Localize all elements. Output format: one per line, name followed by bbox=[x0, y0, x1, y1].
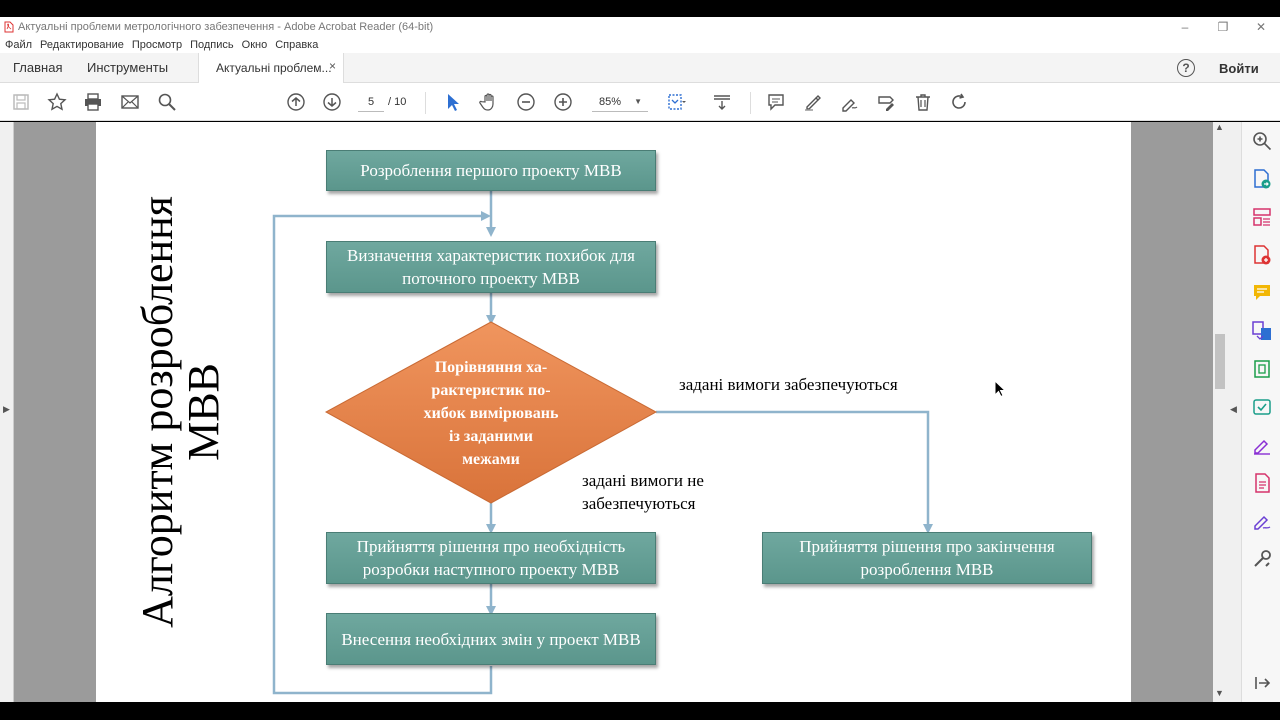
right-panel-toggle[interactable]: ◀ bbox=[1227, 122, 1241, 702]
export-pdf-icon[interactable] bbox=[1251, 168, 1273, 190]
tab-document[interactable]: Актуальні проблем... × bbox=[198, 53, 344, 83]
chevron-right-icon: ▶ bbox=[3, 404, 10, 414]
slide-title-text: Алгоритм розроблення МВВ bbox=[133, 196, 228, 628]
zoom-level-select[interactable]: 85% ▼ bbox=[592, 92, 648, 112]
menu-window[interactable]: Окно bbox=[241, 39, 268, 51]
combine-files-icon[interactable] bbox=[1251, 320, 1273, 342]
scrollbar-thumb[interactable] bbox=[1215, 334, 1225, 389]
previous-page-icon[interactable] bbox=[286, 92, 306, 112]
fill-sign-icon[interactable] bbox=[1251, 434, 1273, 456]
highlight-pen-icon[interactable] bbox=[803, 92, 823, 112]
create-pdf-icon[interactable] bbox=[1251, 244, 1273, 266]
zoom-in-icon[interactable] bbox=[553, 92, 573, 112]
zoom-search-icon[interactable] bbox=[1251, 130, 1273, 152]
comment-tool-icon[interactable] bbox=[1251, 282, 1273, 304]
tools-pane bbox=[1241, 122, 1280, 702]
chevron-down-icon: ▼ bbox=[634, 97, 642, 106]
hand-tool-icon[interactable] bbox=[479, 92, 499, 112]
menu-edit[interactable]: Редактирование bbox=[40, 39, 124, 51]
close-tab-icon[interactable]: × bbox=[329, 59, 337, 73]
delete-icon[interactable] bbox=[913, 92, 933, 112]
fit-page-icon[interactable] bbox=[666, 92, 686, 112]
arrow-loop-back bbox=[272, 211, 493, 695]
left-panel-toggle[interactable]: ▶ bbox=[0, 122, 14, 702]
rotate-icon[interactable] bbox=[949, 92, 969, 112]
search-icon[interactable] bbox=[157, 92, 177, 112]
step-first-project: Розроблення першого проекту МВВ bbox=[326, 150, 656, 191]
bookmark-star-icon[interactable] bbox=[47, 92, 67, 112]
step-determine-characteristics: Визначення характеристик похибок для пот… bbox=[326, 241, 656, 293]
branch-label-no: задані вимоги не забезпечуються bbox=[582, 469, 704, 515]
decision-diamond bbox=[324, 321, 658, 504]
minimize-button[interactable]: – bbox=[1181, 20, 1189, 34]
slide-title-line-2: МВВ bbox=[179, 363, 228, 461]
page-number-input[interactable]: 5 bbox=[358, 92, 384, 112]
branch-label-no-line-2: забезпечуються bbox=[582, 494, 696, 513]
decision-line: із заданими bbox=[449, 428, 533, 445]
help-icon[interactable]: ? bbox=[1177, 59, 1195, 77]
slide-title: Алгоритм розроблення МВВ bbox=[126, 177, 236, 647]
print-icon[interactable] bbox=[83, 92, 103, 112]
decision-line: межами bbox=[462, 451, 520, 468]
window-controls: – ❐ ✕ bbox=[1166, 17, 1280, 37]
slide-title-line-1: Алгоритм розроблення bbox=[133, 196, 182, 628]
main-toolbar: 5 / 10 85% ▼ bbox=[0, 83, 1280, 121]
menu-bar: Файл Редактирование Просмотр Подпись Окн… bbox=[0, 37, 1280, 53]
collapse-pane-icon[interactable] bbox=[1251, 672, 1273, 694]
arrow-diamond-box5 bbox=[656, 410, 933, 534]
scroll-mode-icon[interactable] bbox=[712, 92, 732, 112]
flowchart-connectors bbox=[272, 190, 933, 695]
zoom-value: 85% bbox=[599, 96, 622, 108]
restore-button[interactable]: ❐ bbox=[1217, 20, 1229, 34]
menu-file[interactable]: Файл bbox=[5, 39, 33, 51]
toolbar-divider bbox=[425, 92, 426, 114]
tab-tools[interactable]: Инструменты bbox=[87, 60, 169, 75]
step-make-changes: Внесення необхідних змін у проект МВВ bbox=[326, 613, 656, 665]
draw-signature-icon[interactable] bbox=[840, 92, 860, 112]
branch-label-no-line-1: задані вимоги не bbox=[582, 471, 704, 490]
edit-text-icon[interactable] bbox=[876, 92, 896, 112]
window-title: Актуальні проблеми метрологічного забезп… bbox=[18, 21, 434, 33]
branch-label-yes: задані вимоги забезпечуються bbox=[679, 375, 898, 394]
more-tools-icon[interactable] bbox=[1251, 548, 1273, 570]
save-icon[interactable] bbox=[11, 92, 31, 112]
decision-text: Порівняння ха- рактеристик по- хибок вим… bbox=[396, 356, 586, 472]
compress-pdf-icon[interactable] bbox=[1251, 358, 1273, 380]
close-window-button[interactable]: ✕ bbox=[1255, 20, 1267, 34]
send-for-signature-icon[interactable] bbox=[1251, 510, 1273, 532]
menu-sign[interactable]: Подпись bbox=[190, 39, 234, 51]
pdf-page: Алгоритм розроблення МВВ Розроблення пер… bbox=[96, 122, 1131, 702]
scroll-down-icon[interactable]: ▼ bbox=[1215, 688, 1224, 698]
chevron-left-icon: ◀ bbox=[1230, 404, 1237, 414]
scroll-up-icon[interactable]: ▲ bbox=[1215, 122, 1224, 132]
document-viewer[interactable]: ▶ bbox=[0, 122, 1241, 702]
decision-line: хибок вимірювань bbox=[423, 405, 559, 422]
next-page-icon[interactable] bbox=[322, 92, 342, 112]
signin-button[interactable]: Войти bbox=[1219, 61, 1259, 76]
edit-pdf-icon[interactable] bbox=[1251, 472, 1273, 494]
tab-home[interactable]: Главная bbox=[13, 60, 63, 75]
mouse-cursor-icon bbox=[994, 380, 1006, 398]
page-total: / 10 bbox=[388, 96, 407, 108]
email-icon[interactable] bbox=[120, 92, 140, 112]
menu-help[interactable]: Справка bbox=[275, 39, 319, 51]
top-black-bar bbox=[0, 0, 1280, 17]
step-finish-development: Прийняття рішення про закінчення розробл… bbox=[762, 532, 1092, 584]
tab-bar: Главная Инструменты Актуальні проблем...… bbox=[0, 53, 1280, 83]
menu-view[interactable]: Просмотр bbox=[131, 39, 183, 51]
toolbar-divider bbox=[750, 92, 751, 114]
zoom-out-icon[interactable] bbox=[516, 92, 536, 112]
decision-line: Порівняння ха- bbox=[434, 359, 548, 376]
decision-line: рактеристик по- bbox=[431, 382, 551, 399]
step-decide-next-project: Прийняття рішення про необхідність розро… bbox=[326, 532, 656, 584]
vertical-scrollbar[interactable]: ▲ ▼ bbox=[1213, 122, 1227, 702]
acrobat-icon bbox=[4, 21, 14, 33]
tab-document-label: Актуальні проблем... bbox=[216, 61, 332, 75]
comment-icon[interactable] bbox=[766, 92, 786, 112]
bottom-black-bar bbox=[0, 702, 1280, 720]
select-cursor-icon[interactable] bbox=[443, 92, 463, 112]
title-bar: Актуальні проблеми метрологічного забезп… bbox=[0, 17, 1280, 37]
scan-ocr-icon[interactable] bbox=[1251, 396, 1273, 418]
organize-pages-icon[interactable] bbox=[1251, 206, 1273, 228]
